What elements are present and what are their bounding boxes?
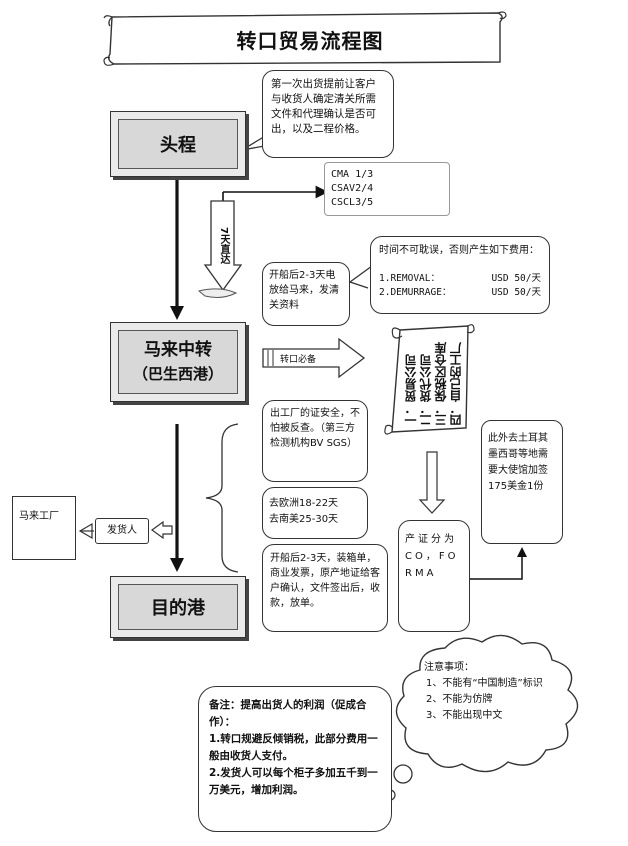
origin-cert-note: 产证分为CO，FORMA: [398, 520, 470, 632]
caution-item: 1、不能有“中国制造”标识: [426, 678, 543, 689]
page-title: 转口贸易流程图: [236, 29, 384, 53]
shipper-label: 发货人: [107, 525, 137, 536]
fees-title: 时间不可耽误，否则产生如下费用：: [379, 245, 539, 256]
transit-time: 去欧洲18-22天: [269, 498, 339, 509]
carrier-line: CSCL3/5: [331, 197, 374, 208]
remarks-note: 备注：提高出货人的利润（促成合作）： 1.转口规避反倾销税，此部分费用一般由收货…: [198, 686, 392, 832]
origin-cert-text: 产证分为CO，FORMA: [405, 534, 459, 579]
node-destination: 目的港: [110, 576, 246, 638]
carrier-line: CSAV2/4: [331, 183, 374, 194]
carriers-box: CMA 1/3 CSAV2/4 CSCL3/5: [324, 162, 450, 216]
transit-required-arrow: [262, 337, 366, 379]
brace-shape: [205, 423, 239, 573]
fees-note: 时间不可耽误，否则产生如下费用： 1.REMOVAL： USD 50/天 2.D…: [370, 236, 550, 314]
direct-7days-arrow: [203, 200, 243, 292]
cautions-note: 注意事项： 1、不能有“中国制造”标识 2、不能为仿牌 3、不能出现中文: [424, 660, 556, 724]
fee-name: 2.DEMURRAGE：: [379, 287, 452, 298]
node-destination-label: 目的港: [151, 598, 205, 619]
sail-note: 开船后2-3天电放给马来，发清关资料: [262, 262, 350, 326]
direct-7days-label: 7天直达: [218, 227, 229, 264]
node-head: 头程: [110, 111, 246, 177]
scroll-item: 一．贸易公司: [404, 354, 418, 426]
carrier-line: CMA 1/3: [331, 169, 374, 180]
fee-amount: USD 50/天: [491, 273, 541, 284]
scroll-item: 三．保税区仓库: [434, 342, 448, 426]
scroll-shape: [384, 324, 475, 435]
remarks-title: 备注：提高出货人的利润（促成合作）：: [209, 699, 367, 728]
remark-item: 1.转口规避反倾销税，此部分费用一般由收货人支付。: [209, 733, 378, 762]
scroll-item: 二．货代公司: [419, 354, 433, 426]
remark-item: 2.发货人可以每个柜子多加五千到一万美元，增加利润。: [209, 767, 378, 796]
first-shipment-text: 第一次出货提前让客户与收货人确定清关所需文件和代理确认是否可出，以及二程价格。: [271, 78, 376, 135]
sail-note-text: 开船后2-3天电放给马来，发清关资料: [269, 270, 339, 311]
malaysia-factory-label: 马来工厂: [19, 511, 59, 522]
title-scroll-shape: [103, 11, 507, 66]
malaysia-factory-box: 马来工厂: [12, 496, 76, 560]
cloud-shape: [384, 634, 579, 801]
embassy-text: 此外去土耳其墨西哥等地需要大使馆加签175美金1份: [488, 433, 548, 492]
embassy-note: 此外去土耳其墨西哥等地需要大使馆加签175美金1份: [481, 420, 563, 544]
cautions-title: 注意事项：: [424, 662, 474, 673]
caution-item: 2、不能为仿牌: [426, 694, 493, 705]
caution-item: 3、不能出现中文: [426, 710, 503, 721]
factory-cert-note: 出工厂的证安全，不怕被反查。（第三方检测机构BV SGS）: [262, 400, 368, 482]
factory-cert-text: 出工厂的证安全，不怕被反查。（第三方检测机构BV SGS）: [270, 408, 360, 449]
shipper-box: 发货人: [95, 518, 149, 544]
scroll-items: 一．贸易公司 二．货代公司 三．保税区仓库 四．自己的工厂: [404, 338, 464, 426]
fee-amount: USD 50/天: [491, 287, 541, 298]
transit-times-note: 去欧洲18-22天 去南美25-30天: [262, 487, 368, 539]
node-malaysia-label: 马来中转: [144, 340, 212, 360]
node-head-label: 头程: [160, 135, 196, 156]
transit-time: 去南美25-30天: [269, 514, 339, 525]
node-malaysia-sublabel: （巴生西港）: [132, 365, 223, 383]
after-sailing-note: 开船后2-3天，装箱单，商业发票，原产地证给客户确认，文件签出后，收款，放单。: [262, 544, 388, 632]
first-shipment-note: 第一次出货提前让客户与收货人确定清关所需文件和代理确认是否可出，以及二程价格。: [262, 70, 394, 158]
fee-name: 1.REMOVAL：: [379, 273, 440, 284]
node-malaysia: 马来中转 （巴生西港）: [110, 322, 246, 402]
after-sailing-text: 开船后2-3天，装箱单，商业发票，原产地证给客户确认，文件签出后，收款，放单。: [270, 553, 380, 609]
transit-required-label: 转口必备: [280, 355, 317, 365]
scroll-item: 四．自己的工厂: [449, 342, 463, 426]
